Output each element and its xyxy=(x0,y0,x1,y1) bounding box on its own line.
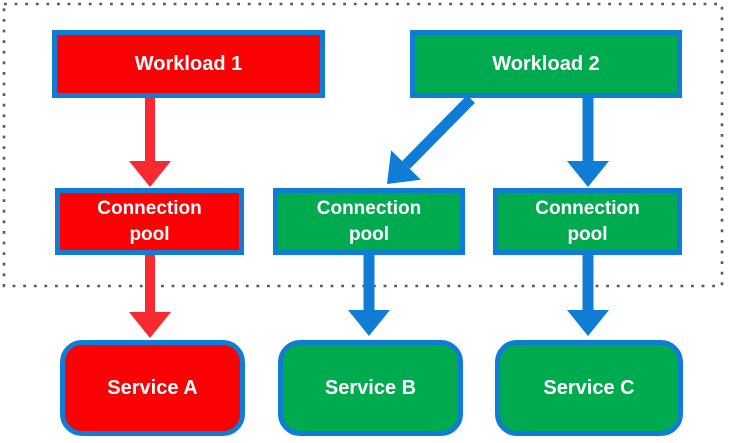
arrow-pool-a-to-service-a xyxy=(129,255,171,338)
arrow-workload1-to-pool-a xyxy=(129,98,171,187)
node-workload-1-label: Workload 1 xyxy=(134,52,243,75)
node-connection-pool-b: Connection pool xyxy=(273,188,465,255)
arrow-pool-b-to-service-b xyxy=(348,255,390,336)
node-workload-1: Workload 1 xyxy=(52,30,325,98)
arrow-workload2-to-pool-c xyxy=(567,98,609,187)
node-service-a-label: Service A xyxy=(107,376,198,399)
node-service-c: Service C xyxy=(495,340,683,436)
node-connection-pool-a-label: Connection pool xyxy=(97,197,202,245)
node-service-b-label: Service B xyxy=(324,376,417,399)
arrow-pool-c-to-service-c xyxy=(567,255,609,336)
node-workload-2-label: Workload 2 xyxy=(492,52,600,75)
node-connection-pool-b-label: Connection pool xyxy=(316,197,422,245)
arrow-workload2-to-pool-b xyxy=(387,95,475,184)
node-connection-pool-a: Connection pool xyxy=(55,188,244,255)
node-workload-2: Workload 2 xyxy=(410,30,682,98)
node-service-b: Service B xyxy=(278,340,463,436)
node-service-a: Service A xyxy=(60,340,245,436)
node-connection-pool-c-label: Connection pool xyxy=(535,197,640,245)
node-connection-pool-c: Connection pool xyxy=(493,188,682,255)
node-service-c-label: Service C xyxy=(543,376,635,399)
